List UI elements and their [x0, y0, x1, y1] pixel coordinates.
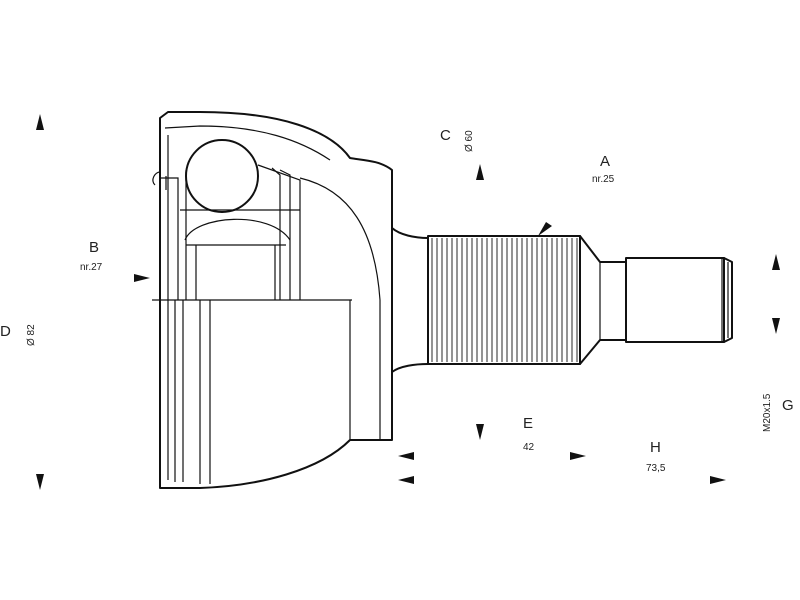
dimension-labels: A nr.25 B nr.27 C Ø 60 D Ø 82 E 42 G M20…: [0, 127, 794, 474]
label-a-value: nr.25: [592, 174, 615, 185]
label-c-letter: C: [440, 127, 451, 144]
label-g-value: M20x1.5: [762, 393, 773, 432]
shaft-neck: [391, 227, 429, 373]
arrow-e-left: [398, 452, 414, 460]
label-d-letter: D: [0, 323, 11, 340]
label-b-value: nr.27: [80, 262, 103, 273]
label-e-value: 42: [523, 442, 535, 453]
label-h-value: 73,5: [646, 463, 666, 474]
arrow-d-bottom: [36, 474, 44, 490]
arrow-e: [476, 424, 484, 440]
label-a-letter: A: [600, 153, 610, 170]
arrow-g-top: [772, 254, 780, 270]
arrow-a: [538, 222, 552, 236]
arrow-b: [134, 274, 150, 282]
label-c-value: Ø 60: [464, 130, 475, 152]
splined-shaft: [427, 235, 627, 365]
arrow-h-right: [710, 476, 726, 484]
arrow-g-bottom: [772, 318, 780, 334]
arrow-c: [476, 164, 484, 180]
label-e-letter: E: [523, 415, 533, 432]
label-h-letter: H: [650, 439, 661, 456]
threaded-end: [625, 257, 733, 343]
arrow-d-top: [36, 114, 44, 130]
label-d-value: Ø 82: [26, 324, 37, 346]
joint-housing: [152, 111, 393, 489]
arrow-e-right: [570, 452, 586, 460]
dimension-arrows: [36, 114, 780, 490]
label-g-letter: G: [782, 397, 794, 414]
label-b-letter: B: [89, 239, 99, 256]
arrow-h-left: [398, 476, 414, 484]
